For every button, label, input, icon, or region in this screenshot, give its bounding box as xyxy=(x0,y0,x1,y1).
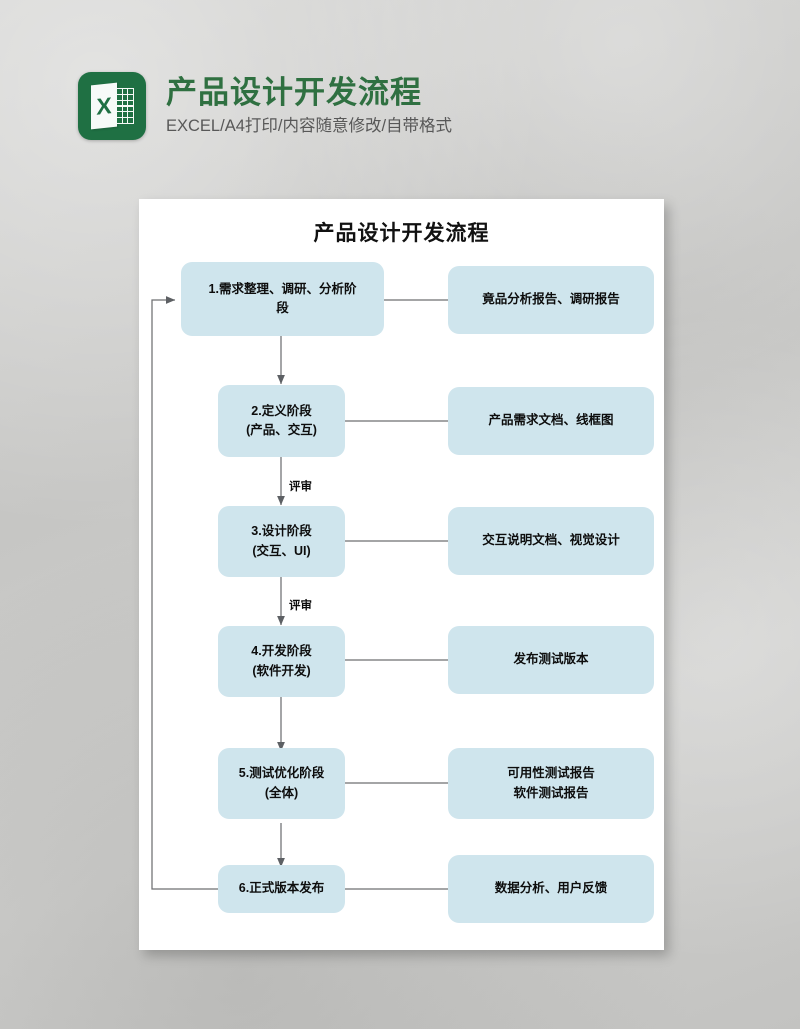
flowchart-title: 产品设计开发流程 xyxy=(313,222,490,245)
flow-node-stage-1[interactable]: 1.需求整理、调研、分析阶 段 xyxy=(181,262,384,336)
flow-node-line: 4.开发阶段 xyxy=(251,644,312,659)
flow-node-line: (软件开发) xyxy=(252,663,311,678)
page-title: 产品设计开发流程 xyxy=(166,75,422,111)
flow-node-line: (全体) xyxy=(264,785,299,800)
flow-node-line: (交互、UI) xyxy=(252,543,311,558)
flow-node-line: 2.定义阶段 xyxy=(251,403,312,418)
flow-node-line: 5.测试优化阶段 xyxy=(238,766,325,781)
flow-node-line: 3.设计阶段 xyxy=(251,524,312,539)
flow-node-line: 6.正式版本发布 xyxy=(238,881,325,896)
flow-output-line: 软件测试报告 xyxy=(513,785,589,800)
flowchart-connectors xyxy=(151,295,448,890)
flow-output-stage-2[interactable]: 产品需求文档、线框图 xyxy=(448,387,654,455)
flow-output-stage-3[interactable]: 交互说明文档、视觉设计 xyxy=(448,507,654,575)
excel-icon-letter: X xyxy=(96,91,112,120)
excel-icon: X xyxy=(78,72,146,140)
flow-output-stage-5[interactable]: 可用性测试报告 软件测试报告 xyxy=(448,748,654,819)
flow-output-line: 数据分析、用户反馈 xyxy=(494,881,608,896)
flow-output-line: 发布测试版本 xyxy=(513,652,589,667)
flow-output-stage-1[interactable]: 竟品分析报告、调研报告 xyxy=(448,266,654,334)
flow-output-line: 交互说明文档、视觉设计 xyxy=(482,533,620,548)
excel-icon-grid xyxy=(116,88,134,124)
document-card: 产品设计开发流程 xyxy=(139,199,664,950)
flow-output-line: 产品需求文档、线框图 xyxy=(488,413,614,428)
flow-node-stage-3[interactable]: 3.设计阶段 (交互、UI) xyxy=(218,506,345,577)
flow-node-line: (产品、交互) xyxy=(246,423,317,437)
flow-node-stage-5[interactable]: 5.测试优化阶段 (全体) xyxy=(218,748,345,819)
flow-edge-label-review-1: 评审 xyxy=(289,481,312,493)
flowchart: 1.需求整理、调研、分析阶 段 竟品分析报告、调研报告 2.定义阶段 (产品、交… xyxy=(139,199,664,950)
flow-output-line: 竟品分析报告、调研报告 xyxy=(482,292,620,307)
flow-output-stage-4[interactable]: 发布测试版本 xyxy=(448,626,654,694)
flow-node-stage-6[interactable]: 6.正式版本发布 xyxy=(218,865,345,913)
flow-output-line: 可用性测试报告 xyxy=(507,766,595,781)
page-subtitle: EXCEL/A4打印/内容随意修改/自带格式 xyxy=(166,116,453,135)
flow-output-stage-6[interactable]: 数据分析、用户反馈 xyxy=(448,855,654,923)
flow-node-line: 1.需求整理、调研、分析阶 xyxy=(208,281,357,296)
document-header: X 产品设计开发流程 EXCEL/A4打印/内容随意修改/自带格式 xyxy=(78,72,452,140)
flow-node-stage-2[interactable]: 2.定义阶段 (产品、交互) xyxy=(218,385,345,457)
header-text-block: 产品设计开发流程 EXCEL/A4打印/内容随意修改/自带格式 xyxy=(166,75,452,136)
flow-node-stage-4[interactable]: 4.开发阶段 (软件开发) xyxy=(218,626,345,697)
flow-node-line: 段 xyxy=(276,301,289,315)
flow-edge-label-review-2: 评审 xyxy=(289,600,312,612)
